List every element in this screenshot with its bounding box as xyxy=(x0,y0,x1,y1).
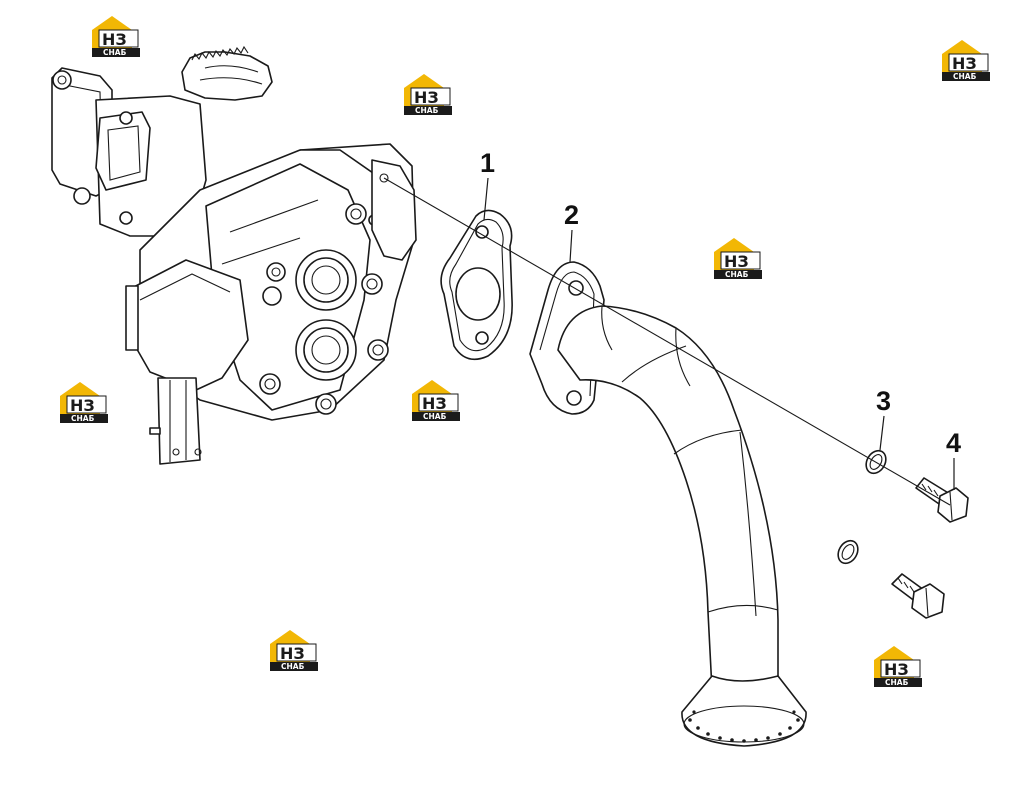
pump-housing-left xyxy=(51,67,207,237)
bolt-upper xyxy=(915,477,969,523)
callout-label-4: 4 xyxy=(946,428,961,458)
leader-2 xyxy=(569,229,573,263)
svg-text:СНАБ: СНАБ xyxy=(415,106,439,115)
watermark-logo: НЗ СНАБ xyxy=(941,39,991,82)
svg-text:НЗ: НЗ xyxy=(422,394,447,413)
svg-text:СНАБ: СНАБ xyxy=(725,270,749,279)
watermark-logo: НЗ СНАБ xyxy=(59,381,109,424)
svg-text:СНАБ: СНАБ xyxy=(281,662,305,671)
watermark-logo: НЗ СНАБ xyxy=(269,629,319,672)
watermark-logo: НЗ СНАБ xyxy=(403,73,453,116)
assembly-axis-line xyxy=(383,177,951,506)
callout-label-3: 3 xyxy=(876,386,891,416)
svg-text:СНАБ: СНАБ xyxy=(103,48,127,57)
suction-pipe xyxy=(529,261,807,747)
bolt-lower xyxy=(891,573,945,619)
svg-text:НЗ: НЗ xyxy=(724,252,749,271)
svg-text:НЗ: НЗ xyxy=(414,88,439,107)
svg-text:НЗ: НЗ xyxy=(102,30,127,49)
svg-text:НЗ: НЗ xyxy=(952,54,977,73)
relief-valve-block xyxy=(125,259,249,391)
svg-text:СНАБ: СНАБ xyxy=(885,678,909,687)
watermark-logo: НЗ СНАБ xyxy=(411,379,461,422)
watermark-logo: НЗ СНАБ xyxy=(713,237,763,280)
svg-text:НЗ: НЗ xyxy=(280,644,305,663)
svg-text:НЗ: НЗ xyxy=(70,396,95,415)
svg-text:НЗ: НЗ xyxy=(884,660,909,679)
leader-3 xyxy=(879,415,885,451)
leader-1 xyxy=(483,177,489,221)
callout-label-1: 1 xyxy=(480,148,495,178)
svg-text:СНАБ: СНАБ xyxy=(953,72,977,81)
pickup-stem xyxy=(149,377,202,465)
gasket xyxy=(440,209,513,361)
watermark-logo: НЗ СНАБ xyxy=(91,15,141,58)
drive-gear xyxy=(181,45,273,101)
svg-text:СНАБ: СНАБ xyxy=(423,412,447,421)
svg-text:СНАБ: СНАБ xyxy=(71,414,95,423)
o-ring-lower xyxy=(837,539,859,565)
oil-pump-assembly xyxy=(51,45,417,465)
strainer-holes xyxy=(688,710,800,743)
pump-outlet-flange xyxy=(371,159,417,261)
callout-label-2: 2 xyxy=(564,200,579,230)
watermark-logo: НЗ СНАБ xyxy=(873,645,923,688)
